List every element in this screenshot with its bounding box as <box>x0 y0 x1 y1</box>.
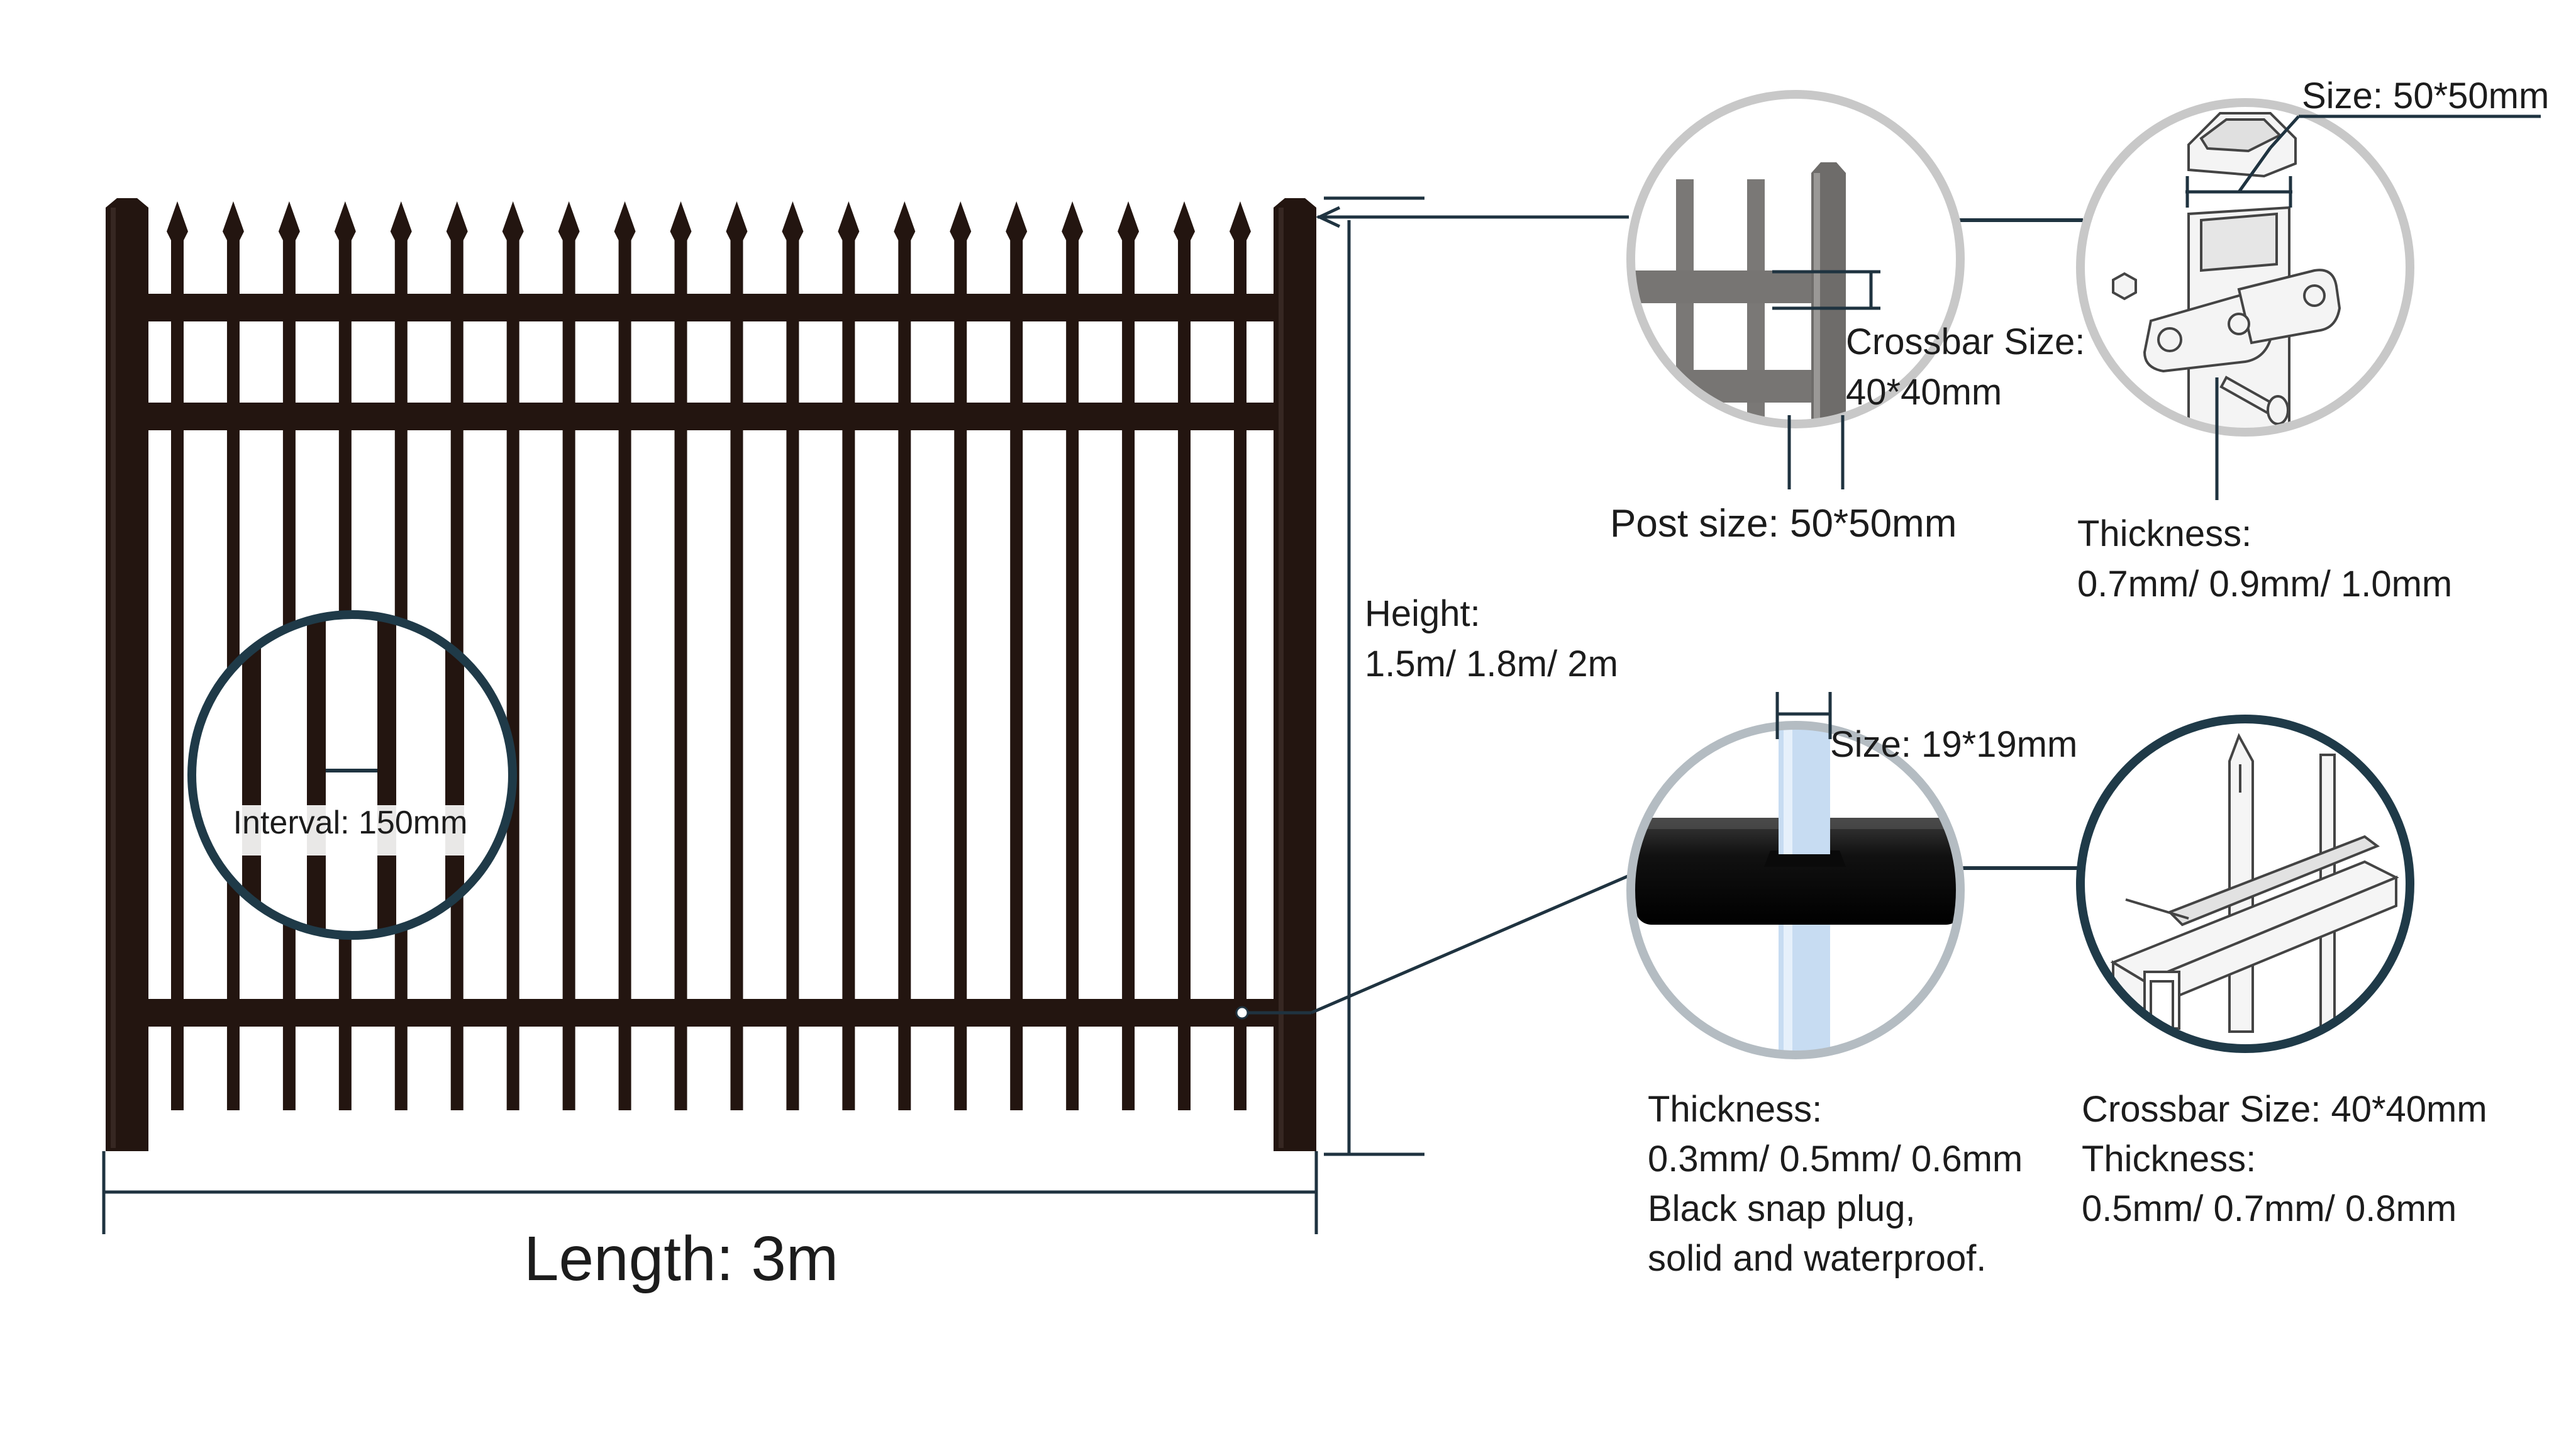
length-dimension <box>102 1151 1318 1234</box>
picket-note-line1: Black snap plug, <box>1648 1188 1916 1229</box>
height-dimension <box>1316 196 1629 1156</box>
picket <box>726 201 748 1110</box>
picket <box>894 201 916 1110</box>
picket-detail-circle <box>1626 692 1965 1059</box>
picket <box>1006 201 1028 1110</box>
bracket-thickness-line1: Thickness: <box>2077 513 2251 554</box>
interval-label: Interval: 150mm <box>233 805 468 841</box>
picket-note-line2: solid and waterproof. <box>1648 1238 1986 1279</box>
picket <box>614 201 636 1110</box>
picket-thickness-line2: 0.3mm/ 0.5mm/ 0.6mm <box>1648 1139 2023 1179</box>
picket <box>1118 201 1140 1110</box>
picket <box>838 201 860 1110</box>
picket <box>1230 201 1251 1110</box>
post-size-label: Post size: 50*50mm <box>1610 502 1957 545</box>
rail-leader-dot <box>1235 1006 1249 1020</box>
rail-leader-line <box>1242 872 1633 1015</box>
rail-crossbar-label: Crossbar Size: 40*40mm <box>2082 1089 2487 1130</box>
picket <box>502 201 524 1110</box>
post-crossbar-label-line2: 40*40mm <box>1846 372 2002 413</box>
picket <box>782 201 804 1110</box>
picket <box>167 201 188 1110</box>
picket <box>558 201 580 1110</box>
right-post <box>1274 198 1316 1151</box>
length-label: Length: 3m <box>524 1223 838 1294</box>
rail-thickness-line2: 0.5mm/ 0.7mm/ 0.8mm <box>2082 1188 2457 1229</box>
rail-thickness-line1: Thickness: <box>2082 1139 2256 1179</box>
picket-size-label: Size: 19*19mm <box>1830 724 2077 765</box>
picket <box>950 201 972 1110</box>
picket-thickness-line1: Thickness: <box>1648 1089 1822 1130</box>
middle-rail <box>138 403 1289 430</box>
picket <box>1174 201 1196 1110</box>
rail-detail-circle <box>2076 715 2414 1053</box>
bottom-rail <box>138 999 1289 1027</box>
left-post <box>106 198 148 1151</box>
height-label-line2: 1.5m/ 1.8m/ 2m <box>1365 644 1618 684</box>
bracket-thickness-line2: 0.7mm/ 0.9mm/ 1.0mm <box>2077 564 2452 605</box>
post-crossbar-label-line1: Crossbar Size: <box>1846 321 2085 362</box>
height-label-line1: Height: <box>1365 593 1480 634</box>
bracket-detail-circle <box>2076 98 2541 500</box>
bracket-size-label: Size: 50*50mm <box>2302 75 2549 116</box>
interval-magnifier: Interval: 150mm <box>187 610 517 940</box>
picket <box>670 201 692 1110</box>
post-detail-circle <box>1626 90 1965 489</box>
top-rail <box>138 294 1289 321</box>
picket <box>1062 201 1084 1110</box>
